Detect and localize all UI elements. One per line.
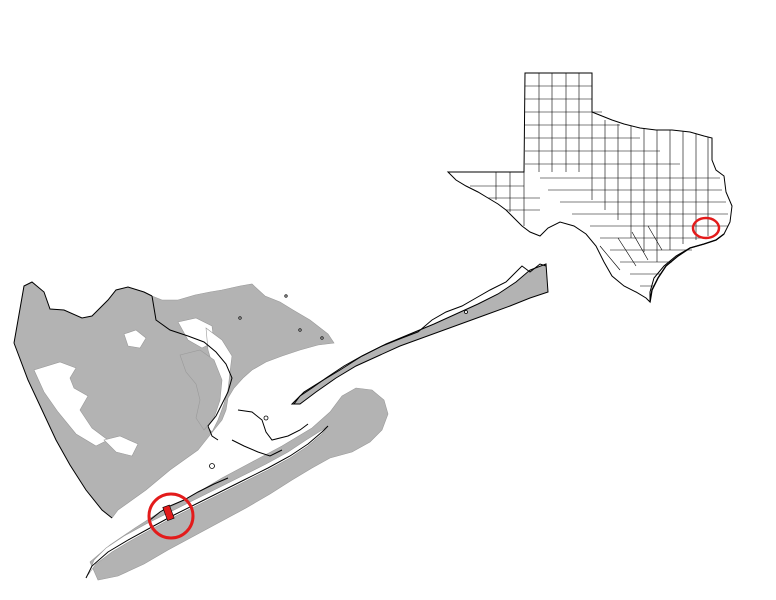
bolivar-peninsula [290, 263, 549, 405]
coastline [151, 295, 233, 441]
county-lines [470, 73, 728, 287]
mainland-enclave [123, 329, 147, 349]
state-coastline [649, 233, 725, 303]
state-inset [446, 72, 733, 304]
highlight-circle-inset [147, 492, 195, 540]
island-dot [263, 415, 269, 421]
coastline [231, 439, 283, 457]
coastline [237, 409, 309, 441]
coastline [85, 425, 329, 579]
coastline [293, 263, 547, 405]
island-dot [209, 463, 215, 469]
highlighted-city [162, 504, 175, 521]
island-dot [464, 310, 468, 314]
county-inset [13, 263, 549, 581]
state-outline [446, 72, 733, 304]
mainland-enclave [33, 361, 109, 447]
highlight-circle-state [691, 216, 721, 240]
island-dot [320, 336, 324, 340]
island-dot [284, 294, 288, 298]
island-dot [238, 316, 242, 320]
coastline [13, 342, 113, 519]
island-dot [298, 328, 302, 332]
mainland-enclave [103, 435, 139, 457]
coastline [13, 281, 153, 344]
